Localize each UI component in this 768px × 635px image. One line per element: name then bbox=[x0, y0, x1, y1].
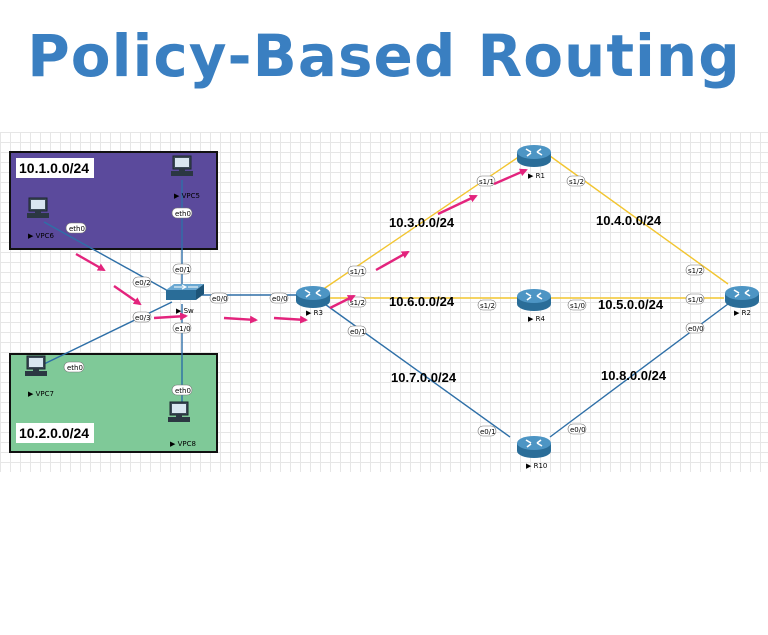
vpc8-eth0-label: eth0 bbox=[175, 387, 191, 395]
r3-e0-1-label: e0/1 bbox=[350, 328, 366, 336]
topology-canvas: 10.1.0.0/24 10.2.0.0/24 ▶ VPC5 ▶ VPC6 ▶ … bbox=[0, 132, 768, 472]
r2-label: ▶ R2 bbox=[734, 309, 751, 317]
r3-label: ▶ R3 bbox=[306, 309, 323, 317]
flow-arrow-3 bbox=[153, 312, 188, 321]
network-label-r4-r2: 10.5.0.0/24 bbox=[598, 297, 664, 312]
sw-e0-3-label: e0/3 bbox=[135, 314, 151, 322]
r2-s1-2-label: s1/2 bbox=[688, 267, 703, 275]
r1-s1-2-label: s1/2 bbox=[569, 178, 584, 186]
network-label-r1-r2: 10.4.0.0/24 bbox=[596, 213, 662, 228]
r4-s1-2-label: s1/2 bbox=[480, 302, 495, 310]
router-r3-icon[interactable] bbox=[295, 285, 331, 309]
r3-s1-1-label: s1/1 bbox=[350, 268, 365, 276]
r3-e0-0-label: e0/0 bbox=[272, 295, 288, 303]
router-r2-icon[interactable] bbox=[724, 285, 760, 309]
r1-label: ▶ R1 bbox=[528, 172, 545, 180]
sw-e0-1-label: e0/1 bbox=[175, 266, 191, 274]
page-title: Policy-Based Routing bbox=[27, 22, 741, 90]
subnet-label-bg-top bbox=[16, 158, 94, 178]
r10-label: ▶ R10 bbox=[526, 462, 547, 470]
vpc6-label: ▶ VPC6 bbox=[28, 232, 55, 240]
flow-arrow-8 bbox=[437, 194, 478, 216]
vpc8-icon[interactable] bbox=[167, 401, 191, 423]
vpc5-label: ▶ VPC5 bbox=[174, 192, 200, 200]
flow-arrow-9 bbox=[493, 168, 528, 186]
flow-arrow-6 bbox=[329, 294, 356, 310]
vpc7-label: ▶ VPC7 bbox=[28, 390, 54, 398]
network-label-r3-r10: 10.7.0.0/24 bbox=[391, 370, 457, 385]
r1-s1-1-label: s1/1 bbox=[479, 178, 494, 186]
r4-label: ▶ R4 bbox=[528, 315, 545, 323]
sw-e0-2-label: e0/2 bbox=[135, 279, 151, 287]
vpc5-eth0-label: eth0 bbox=[175, 210, 191, 218]
r4-s1-0-label: s1/0 bbox=[570, 302, 585, 310]
subnet-label-bottom: 10.2.0.0/24 bbox=[19, 425, 89, 441]
flow-arrow-2 bbox=[113, 285, 142, 306]
network-label-r3-r1: 10.3.0.0/24 bbox=[389, 215, 455, 230]
vpc7-icon[interactable] bbox=[24, 355, 48, 377]
sw-e1-0-label: e1/0 bbox=[175, 325, 191, 333]
flow-arrow-5 bbox=[273, 315, 308, 324]
vpc5-icon[interactable] bbox=[170, 155, 194, 177]
link-r3-r10 bbox=[321, 301, 511, 438]
link-vpc7-sw bbox=[43, 301, 173, 365]
switch-icon[interactable] bbox=[166, 284, 204, 300]
network-label-r3-r4: 10.6.0.0/24 bbox=[389, 294, 455, 309]
r10-e0-0-label: e0/0 bbox=[570, 426, 586, 434]
flow-arrow-7 bbox=[375, 250, 410, 272]
sw-label: ▶ Sw bbox=[176, 307, 194, 315]
r10-e0-1-label: e0/1 bbox=[480, 428, 496, 436]
router-r10-icon[interactable] bbox=[516, 435, 552, 459]
vpc8-label: ▶ VPC8 bbox=[170, 440, 196, 448]
network-label-r10-r2: 10.8.0.0/24 bbox=[601, 368, 667, 383]
subnet-label-bg-bottom bbox=[16, 423, 94, 443]
vpc6-icon[interactable] bbox=[26, 197, 50, 219]
router-r4-icon[interactable] bbox=[516, 288, 552, 312]
vpc6-eth0-label: eth0 bbox=[69, 225, 85, 233]
serial-links bbox=[321, 155, 729, 299]
topology-diagram: 10.1.0.0/24 10.2.0.0/24 ▶ VPC5 ▶ VPC6 ▶ … bbox=[9, 144, 760, 470]
subnet-label-top: 10.1.0.0/24 bbox=[19, 160, 89, 176]
r2-s1-0-label: s1/0 bbox=[688, 296, 703, 304]
r2-e0-0-label: e0/0 bbox=[688, 325, 704, 333]
router-r1-icon[interactable] bbox=[516, 144, 552, 168]
r3-s1-2-label: s1/2 bbox=[350, 299, 365, 307]
vpc7-eth0-label: eth0 bbox=[67, 364, 83, 372]
flow-arrow-1 bbox=[75, 252, 106, 272]
flow-arrow-4 bbox=[223, 315, 258, 324]
sw-e0-0-label: e0/0 bbox=[212, 295, 228, 303]
traffic-flow-arrows bbox=[75, 168, 528, 324]
